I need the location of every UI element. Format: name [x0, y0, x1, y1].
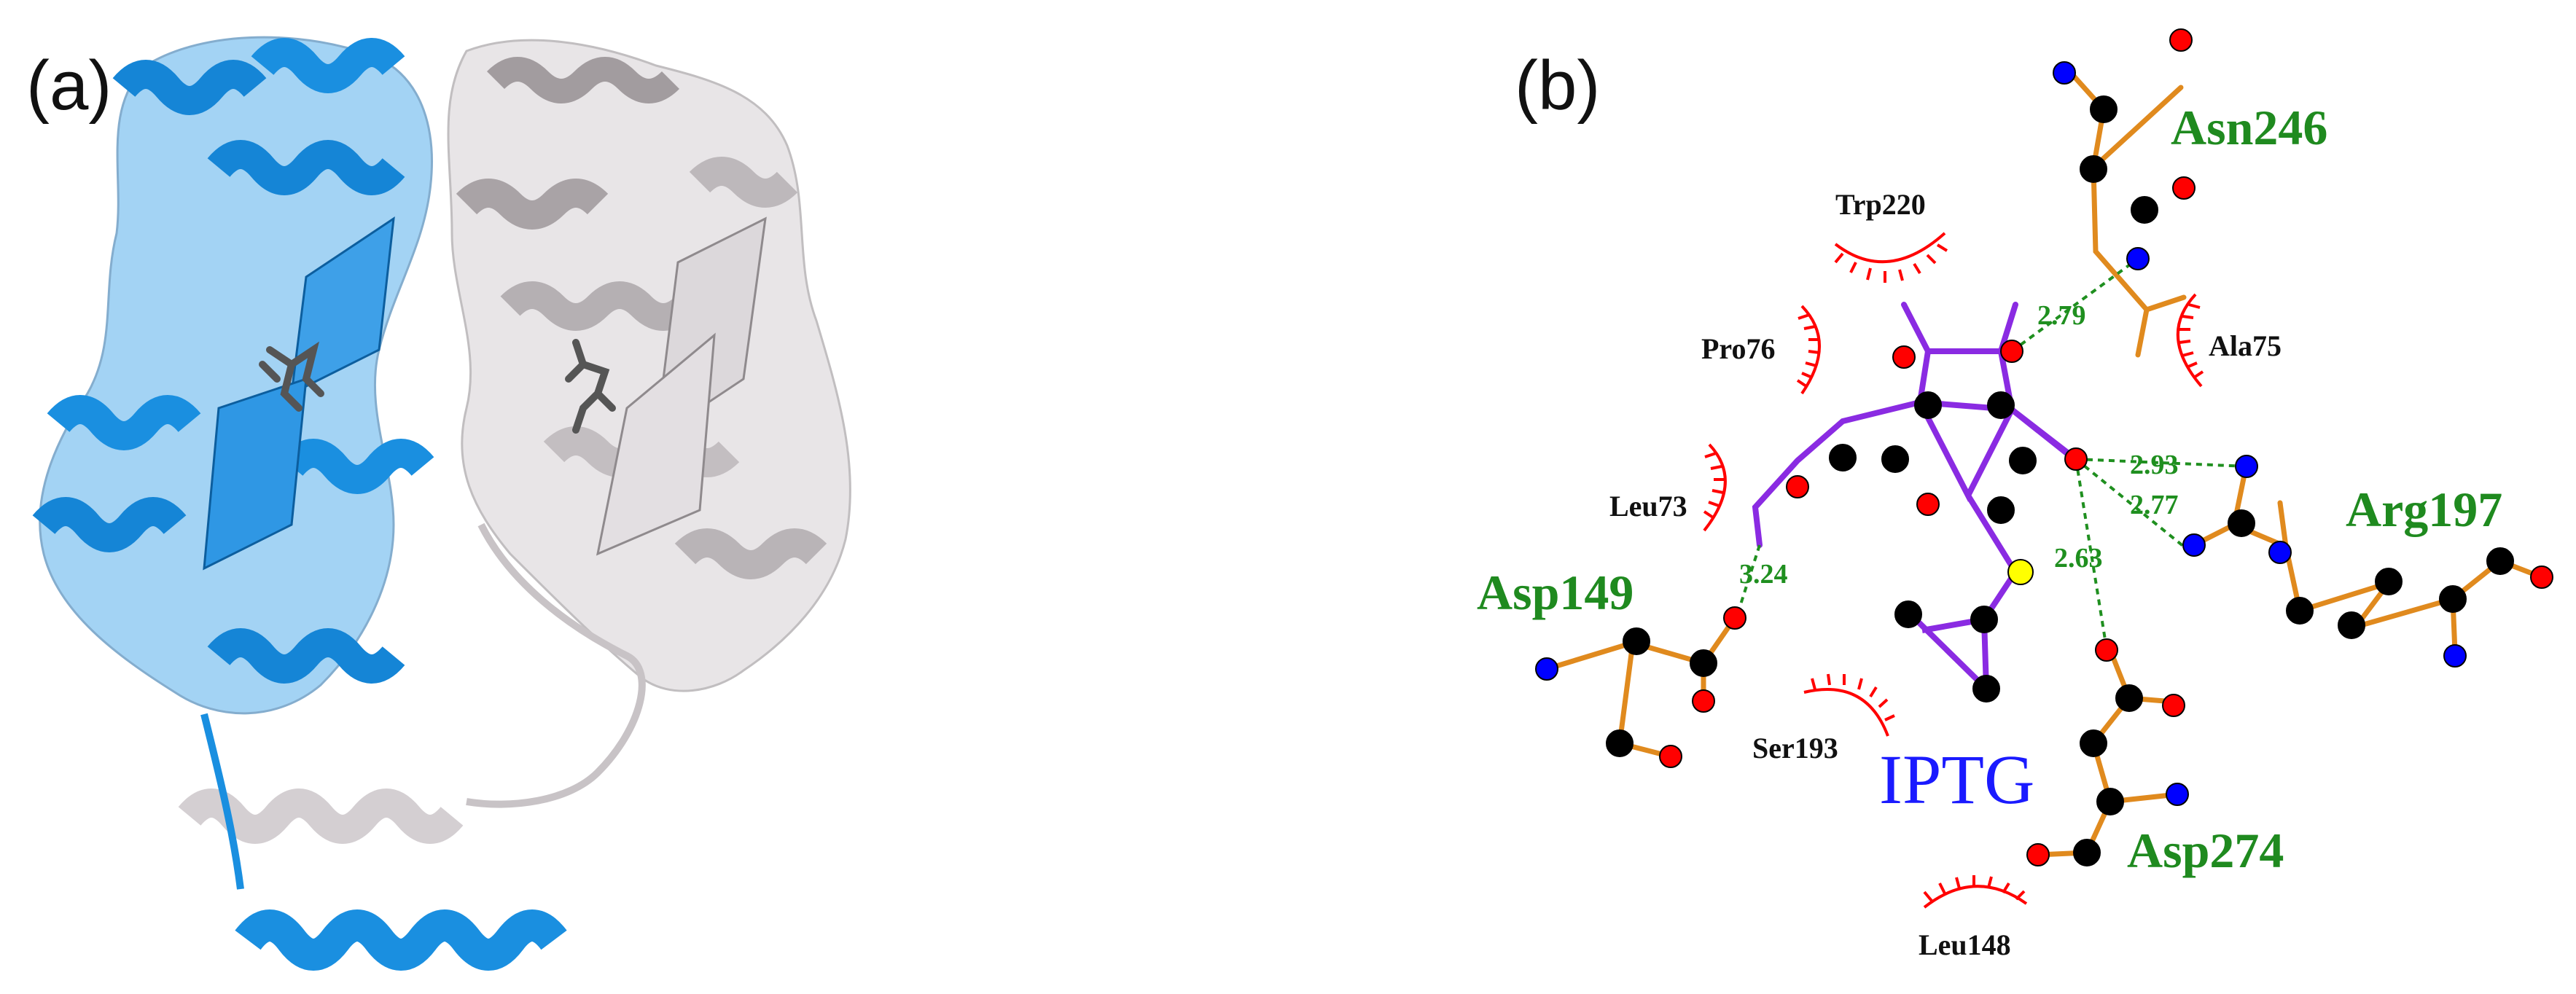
- distance-labels: 2.79 2.93 2.77 3.24 2.63: [1739, 300, 2179, 590]
- residue-label-leu73: Leu73: [1609, 490, 1687, 523]
- residue-label-pro76: Pro76: [1701, 332, 1775, 365]
- hydrophobic-arc-leu73: [1703, 443, 1727, 532]
- residue-label-ala75: Ala75: [2209, 329, 2282, 362]
- residue-label-asp274: Asp274: [2127, 823, 2284, 878]
- ligand-label: IPTG: [1879, 740, 2034, 818]
- hydrophobic-arc-ser193: [1803, 673, 1895, 737]
- residue-label-leu148: Leu148: [1919, 928, 2011, 961]
- hbond-residue-labels: Asn246 Arg197 Asp149 Asp274: [1477, 100, 2502, 878]
- residue-label-trp220: Trp220: [1835, 188, 1926, 221]
- hydrophobic-arc-leu148: [1923, 875, 2028, 909]
- hydrogen-bonds: [1735, 257, 2247, 649]
- hydrophobic-arc-ala75: [2176, 293, 2204, 388]
- panel-a: (a): [26, 36, 851, 971]
- distance-label-2.63: 2.63: [2054, 543, 2103, 574]
- distance-label-3.24: 3.24: [1739, 559, 1788, 590]
- hydrophobic-arc-pro76: [1796, 305, 1821, 395]
- distance-label-2.79: 2.79: [2037, 300, 2086, 331]
- ligand-sticks: [259, 339, 616, 434]
- residue-label-asp149: Asp149: [1477, 565, 1634, 620]
- residue-label-asn246: Asn246: [2171, 100, 2327, 155]
- residue-label-ser193: Ser193: [1752, 732, 1838, 764]
- hydrophobic-residue-labels: Trp220 Pro76 Ala75 Leu73 Ser193 Leu148: [1609, 188, 2282, 961]
- panel-b: (b): [1477, 28, 2553, 961]
- panel-a-label: (a): [26, 47, 112, 125]
- hydrophobic-arc-trp220: [1834, 232, 1948, 283]
- distance-label-2.77: 2.77: [2130, 490, 2179, 520]
- protein-structure-image: [32, 36, 851, 971]
- distance-label-2.93: 2.93: [2130, 450, 2179, 480]
- atoms: [1535, 28, 2553, 866]
- residue-bonds: [1544, 63, 2545, 858]
- panel-b-label: (b): [1515, 47, 1600, 125]
- residue-label-arg197: Arg197: [2346, 482, 2502, 537]
- hydrophobic-contacts: [1703, 232, 2204, 909]
- chain-b-cartoon: [178, 39, 851, 844]
